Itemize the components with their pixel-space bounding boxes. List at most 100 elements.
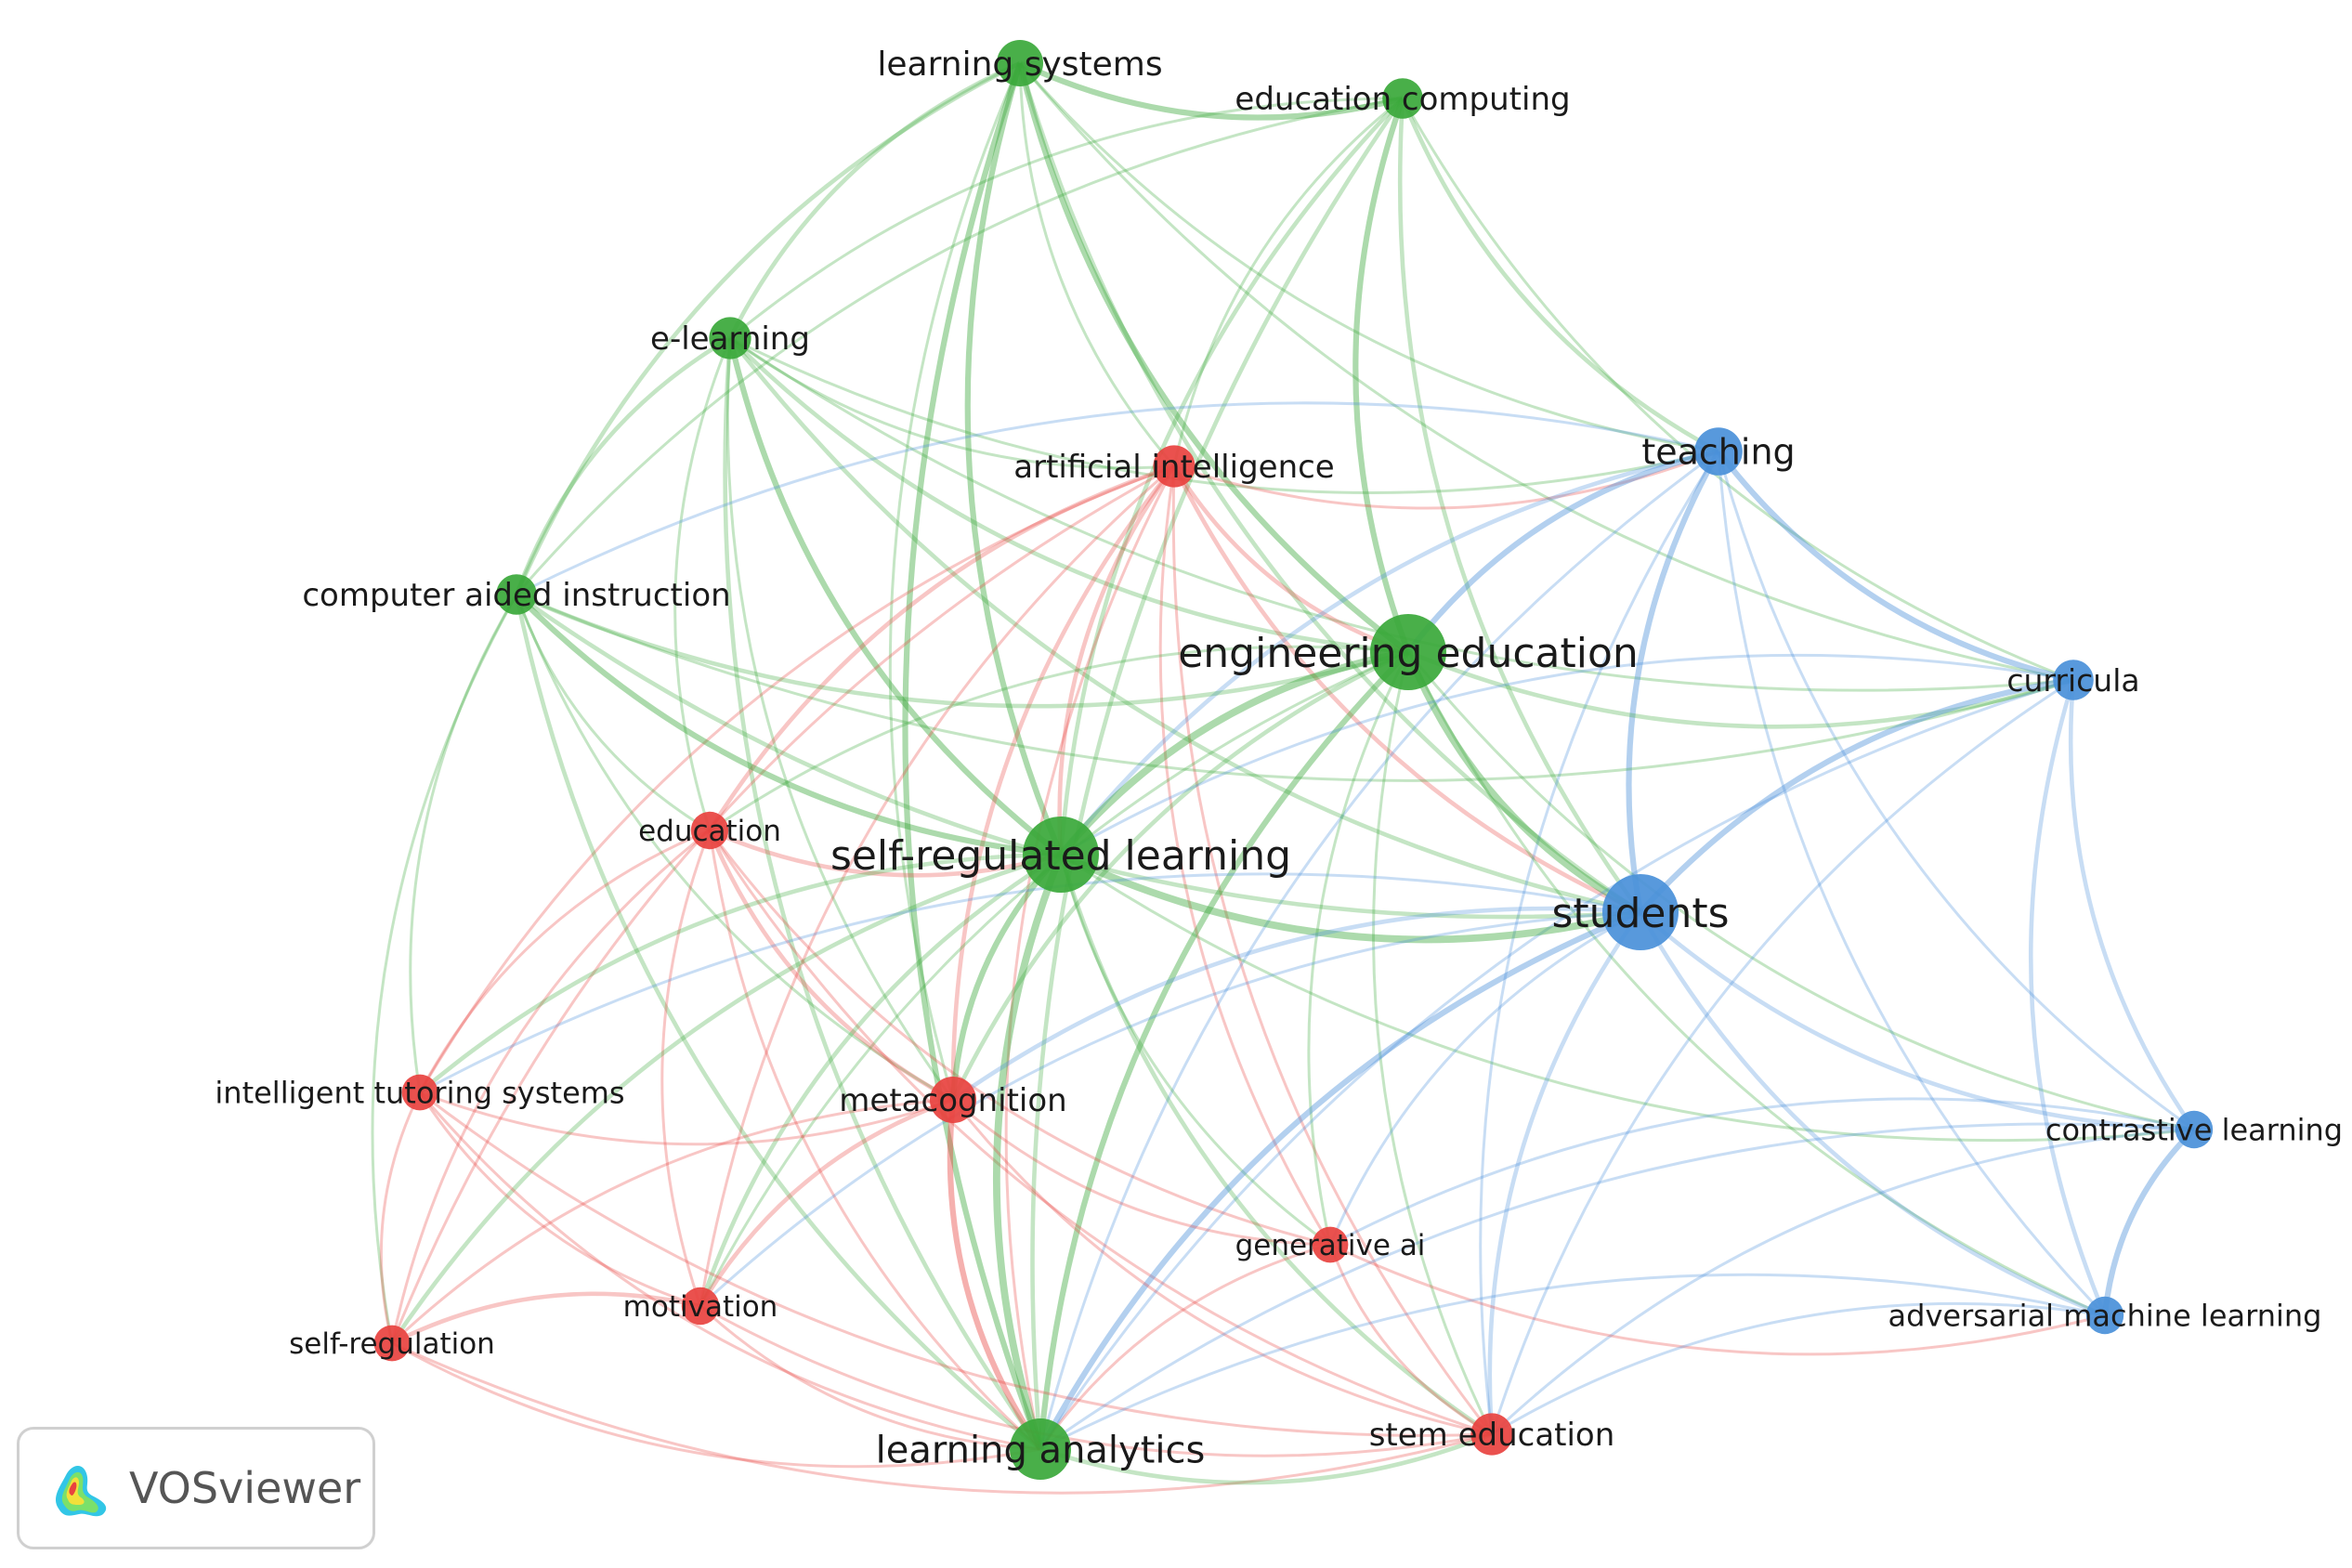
node-adversarial-machine-learning[interactable] [2085, 1296, 2124, 1335]
edge-curricula-students [1638, 676, 2074, 915]
edge-engineering-education-learning-analytics [1037, 649, 1411, 1450]
edge-engineering-education-contrastive-learning [1406, 651, 2195, 1131]
edge-motivation-stem-education [699, 1304, 1493, 1457]
node-e-learning[interactable] [709, 317, 751, 359]
node-students[interactable] [1602, 874, 1679, 950]
node-education[interactable] [690, 811, 729, 850]
node-label-intelligent-tutoring-systems: intelligent tutoring systems [215, 1076, 624, 1111]
vosviewer-density-icon [56, 1465, 107, 1517]
node-self-regulation[interactable] [373, 1325, 411, 1362]
edge-self-regulated-learning-motivation [698, 853, 1063, 1307]
edge-engineering-education-adversarial-machine-learning [1406, 651, 2106, 1317]
edge-self-regulated-learning-generative-ai [1059, 854, 1331, 1247]
edge-education-motivation [660, 830, 712, 1307]
edge-teaching-self-regulated-learning [1059, 449, 1719, 856]
edge-learning-systems-artificial-intelligence [1018, 62, 1176, 467]
edge-education-computing-e-learning [729, 97, 1404, 340]
node-computer-aided-instruction[interactable] [496, 574, 537, 615]
edge-teaching-engineering-education [1405, 448, 1719, 654]
edge-students-adversarial-machine-learning [1638, 910, 2106, 1318]
node-learning-systems[interactable] [997, 40, 1043, 86]
edge-curricula-contrastive-learning [2068, 679, 2196, 1131]
edge-engineering-education-metacognition [950, 649, 1409, 1101]
edge-teaching-students [1626, 450, 1721, 913]
edge-curricula-stem-education [1490, 678, 2074, 1435]
edge-engineering-education-students [1405, 650, 1642, 916]
edge-education-metacognition [707, 830, 955, 1103]
edge-computer-aided-instruction-learning-analytics [514, 594, 1042, 1451]
node-curricula[interactable] [2053, 660, 2094, 700]
edge-engineering-education-education [709, 645, 1409, 832]
node-stem-education[interactable] [1470, 1413, 1513, 1456]
node-contrastive-learning[interactable] [2175, 1110, 2214, 1149]
node-motivation[interactable] [681, 1287, 720, 1326]
edge-computer-aided-instruction-engineering-education [516, 592, 1409, 709]
edge-intelligent-tutoring-systems-metacognition [419, 1091, 954, 1146]
edge-students-contrastive-learning [1639, 910, 2195, 1132]
edge-learning-analytics-stem-education [1039, 1431, 1493, 1485]
node-label-artificial-intelligence: artificial intelligence [1013, 449, 1334, 486]
node-teaching[interactable] [1694, 427, 1743, 476]
node-intelligent-tutoring-systems[interactable] [401, 1074, 438, 1111]
edge-self-regulated-learning-students [1059, 851, 1641, 944]
edge-education-generative-ai [708, 830, 1331, 1247]
vosviewer-logo-badge: VOSviewer [17, 1427, 375, 1549]
edge-artificial-intelligence-stem-education [1171, 465, 1494, 1435]
node-education-computing[interactable] [1382, 78, 1423, 119]
node-engineering-education[interactable] [1370, 614, 1446, 690]
edge-education-computing-computer-aided-instruction [515, 97, 1404, 595]
edge-layer [371, 60, 2197, 1495]
edge-adversarial-machine-learning-stem-education [1491, 1301, 2106, 1436]
edge-self-regulated-learning-self-regulation [390, 852, 1062, 1345]
edge-intelligent-tutoring-systems-motivation [418, 1091, 701, 1308]
edge-self-regulated-learning-stem-education [1058, 854, 1494, 1436]
edge-engineering-education-motivation [699, 650, 1409, 1307]
edge-teaching-stem-education [1479, 451, 1720, 1435]
edge-education-computing-self-regulated-learning [1058, 97, 1405, 856]
edge-learning-systems-computer-aided-instruction [514, 60, 1022, 595]
edge-e-learning-students [728, 336, 1641, 915]
edge-metacognition-generative-ai [952, 1098, 1331, 1247]
edge-education-intelligent-tutoring-systems [418, 829, 711, 1093]
edge-artificial-intelligence-engineering-education [1172, 464, 1409, 655]
edge-education-computing-engineering-education [1352, 97, 1411, 654]
edge-self-regulated-learning-learning-analytics [992, 853, 1065, 1451]
edge-e-learning-metacognition [725, 337, 955, 1101]
edge-learning-systems-students [1017, 62, 1642, 914]
node-label-self-regulated-learning: self-regulated learning [830, 832, 1291, 880]
vosviewer-brand-label: VOSviewer [129, 1463, 361, 1513]
edge-learning-systems-learning-analytics [902, 61, 1043, 1451]
edge-teaching-contrastive-learning [1717, 451, 2195, 1131]
edge-education-computing-artificial-intelligence [1172, 97, 1404, 467]
edge-artificial-intelligence-learning-analytics [1004, 465, 1176, 1450]
edge-self-regulation-stem-education [391, 1341, 1493, 1495]
edge-engineering-education-self-regulated-learning [1058, 648, 1409, 857]
edge-learning-systems-e-learning [727, 60, 1021, 340]
node-self-regulated-learning[interactable] [1023, 817, 1099, 893]
edge-students-stem-education [1487, 910, 1642, 1435]
node-label-stem-education: stem education [1369, 1417, 1615, 1454]
node-artificial-intelligence[interactable] [1153, 445, 1196, 488]
edge-learning-systems-metacognition [888, 62, 1022, 1101]
edge-students-metacognition [951, 906, 1641, 1102]
edge-teaching-adversarial-machine-learning [1717, 451, 2107, 1317]
edge-intelligent-tutoring-systems-learning-analytics [418, 1091, 1041, 1451]
edge-e-learning-teaching [729, 336, 1719, 494]
node-label-adversarial-machine-learning: adversarial machine learning [1888, 1299, 2322, 1334]
edge-learning-systems-self-regulated-learning [964, 62, 1064, 856]
edge-education-computing-students [1397, 98, 1642, 914]
edge-contrastive-learning-stem-education [1490, 1128, 2195, 1436]
edge-education-computing-learning-analytics [1030, 97, 1405, 1450]
edge-artificial-intelligence-students [1171, 464, 1641, 915]
edge-computer-aided-instruction-metacognition [515, 594, 954, 1102]
edge-metacognition-motivation [699, 1097, 954, 1308]
node-learning-analytics[interactable] [1010, 1418, 1071, 1480]
edge-computer-aided-instruction-self-regulated-learning [514, 592, 1062, 858]
node-metacognition[interactable] [930, 1077, 976, 1123]
edge-e-learning-education [673, 337, 732, 831]
edge-intelligent-tutoring-systems-stem-education [419, 1091, 1493, 1437]
node-label-education-computing: education computing [1235, 81, 1570, 118]
node-generative-ai[interactable] [1312, 1226, 1349, 1263]
